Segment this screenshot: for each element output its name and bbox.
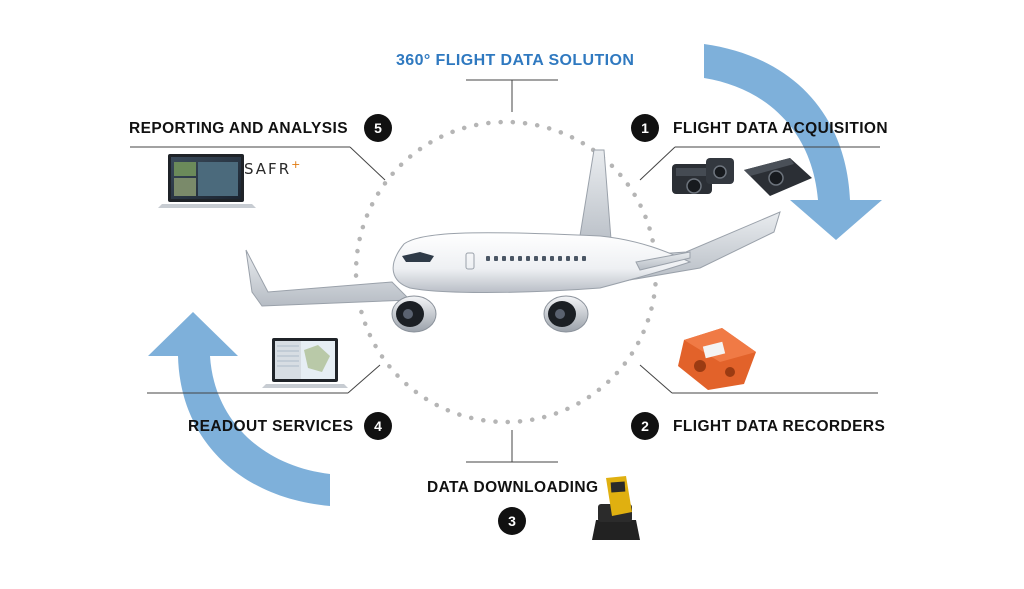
- step-badge-3: 3: [498, 507, 526, 535]
- step-badge-1: 1: [631, 114, 659, 142]
- step-badge-5: 5: [364, 114, 392, 142]
- safr-logo-suffix: +: [291, 158, 301, 171]
- step-label-acquisition: FLIGHT DATA ACQUISITION: [673, 120, 888, 137]
- step-label-reporting: REPORTING AND ANALYSIS: [129, 120, 348, 137]
- safr-logo: SAFR+: [244, 158, 300, 178]
- laptop-map-icon: [262, 338, 348, 388]
- recorder-icon: [678, 328, 756, 390]
- download-dock-icon: [592, 476, 640, 540]
- safr-logo-text: SAFR: [244, 160, 292, 178]
- laptop-icon: [158, 154, 256, 208]
- step-badge-2: 2: [631, 412, 659, 440]
- step-label-downloading: DATA DOWNLOADING: [427, 479, 599, 496]
- step-label-readout: READOUT SERVICES: [188, 418, 354, 435]
- step-badge-4: 4: [364, 412, 392, 440]
- acquisition-units-icon: [672, 158, 812, 196]
- airplane-icon: [245, 149, 781, 333]
- diagram-title: 360° FLIGHT DATA SOLUTION: [396, 52, 635, 69]
- cycle-arrow-icon: [148, 44, 882, 506]
- connector-lines: [130, 79, 880, 463]
- step-label-recorders: FLIGHT DATA RECORDERS: [673, 418, 886, 435]
